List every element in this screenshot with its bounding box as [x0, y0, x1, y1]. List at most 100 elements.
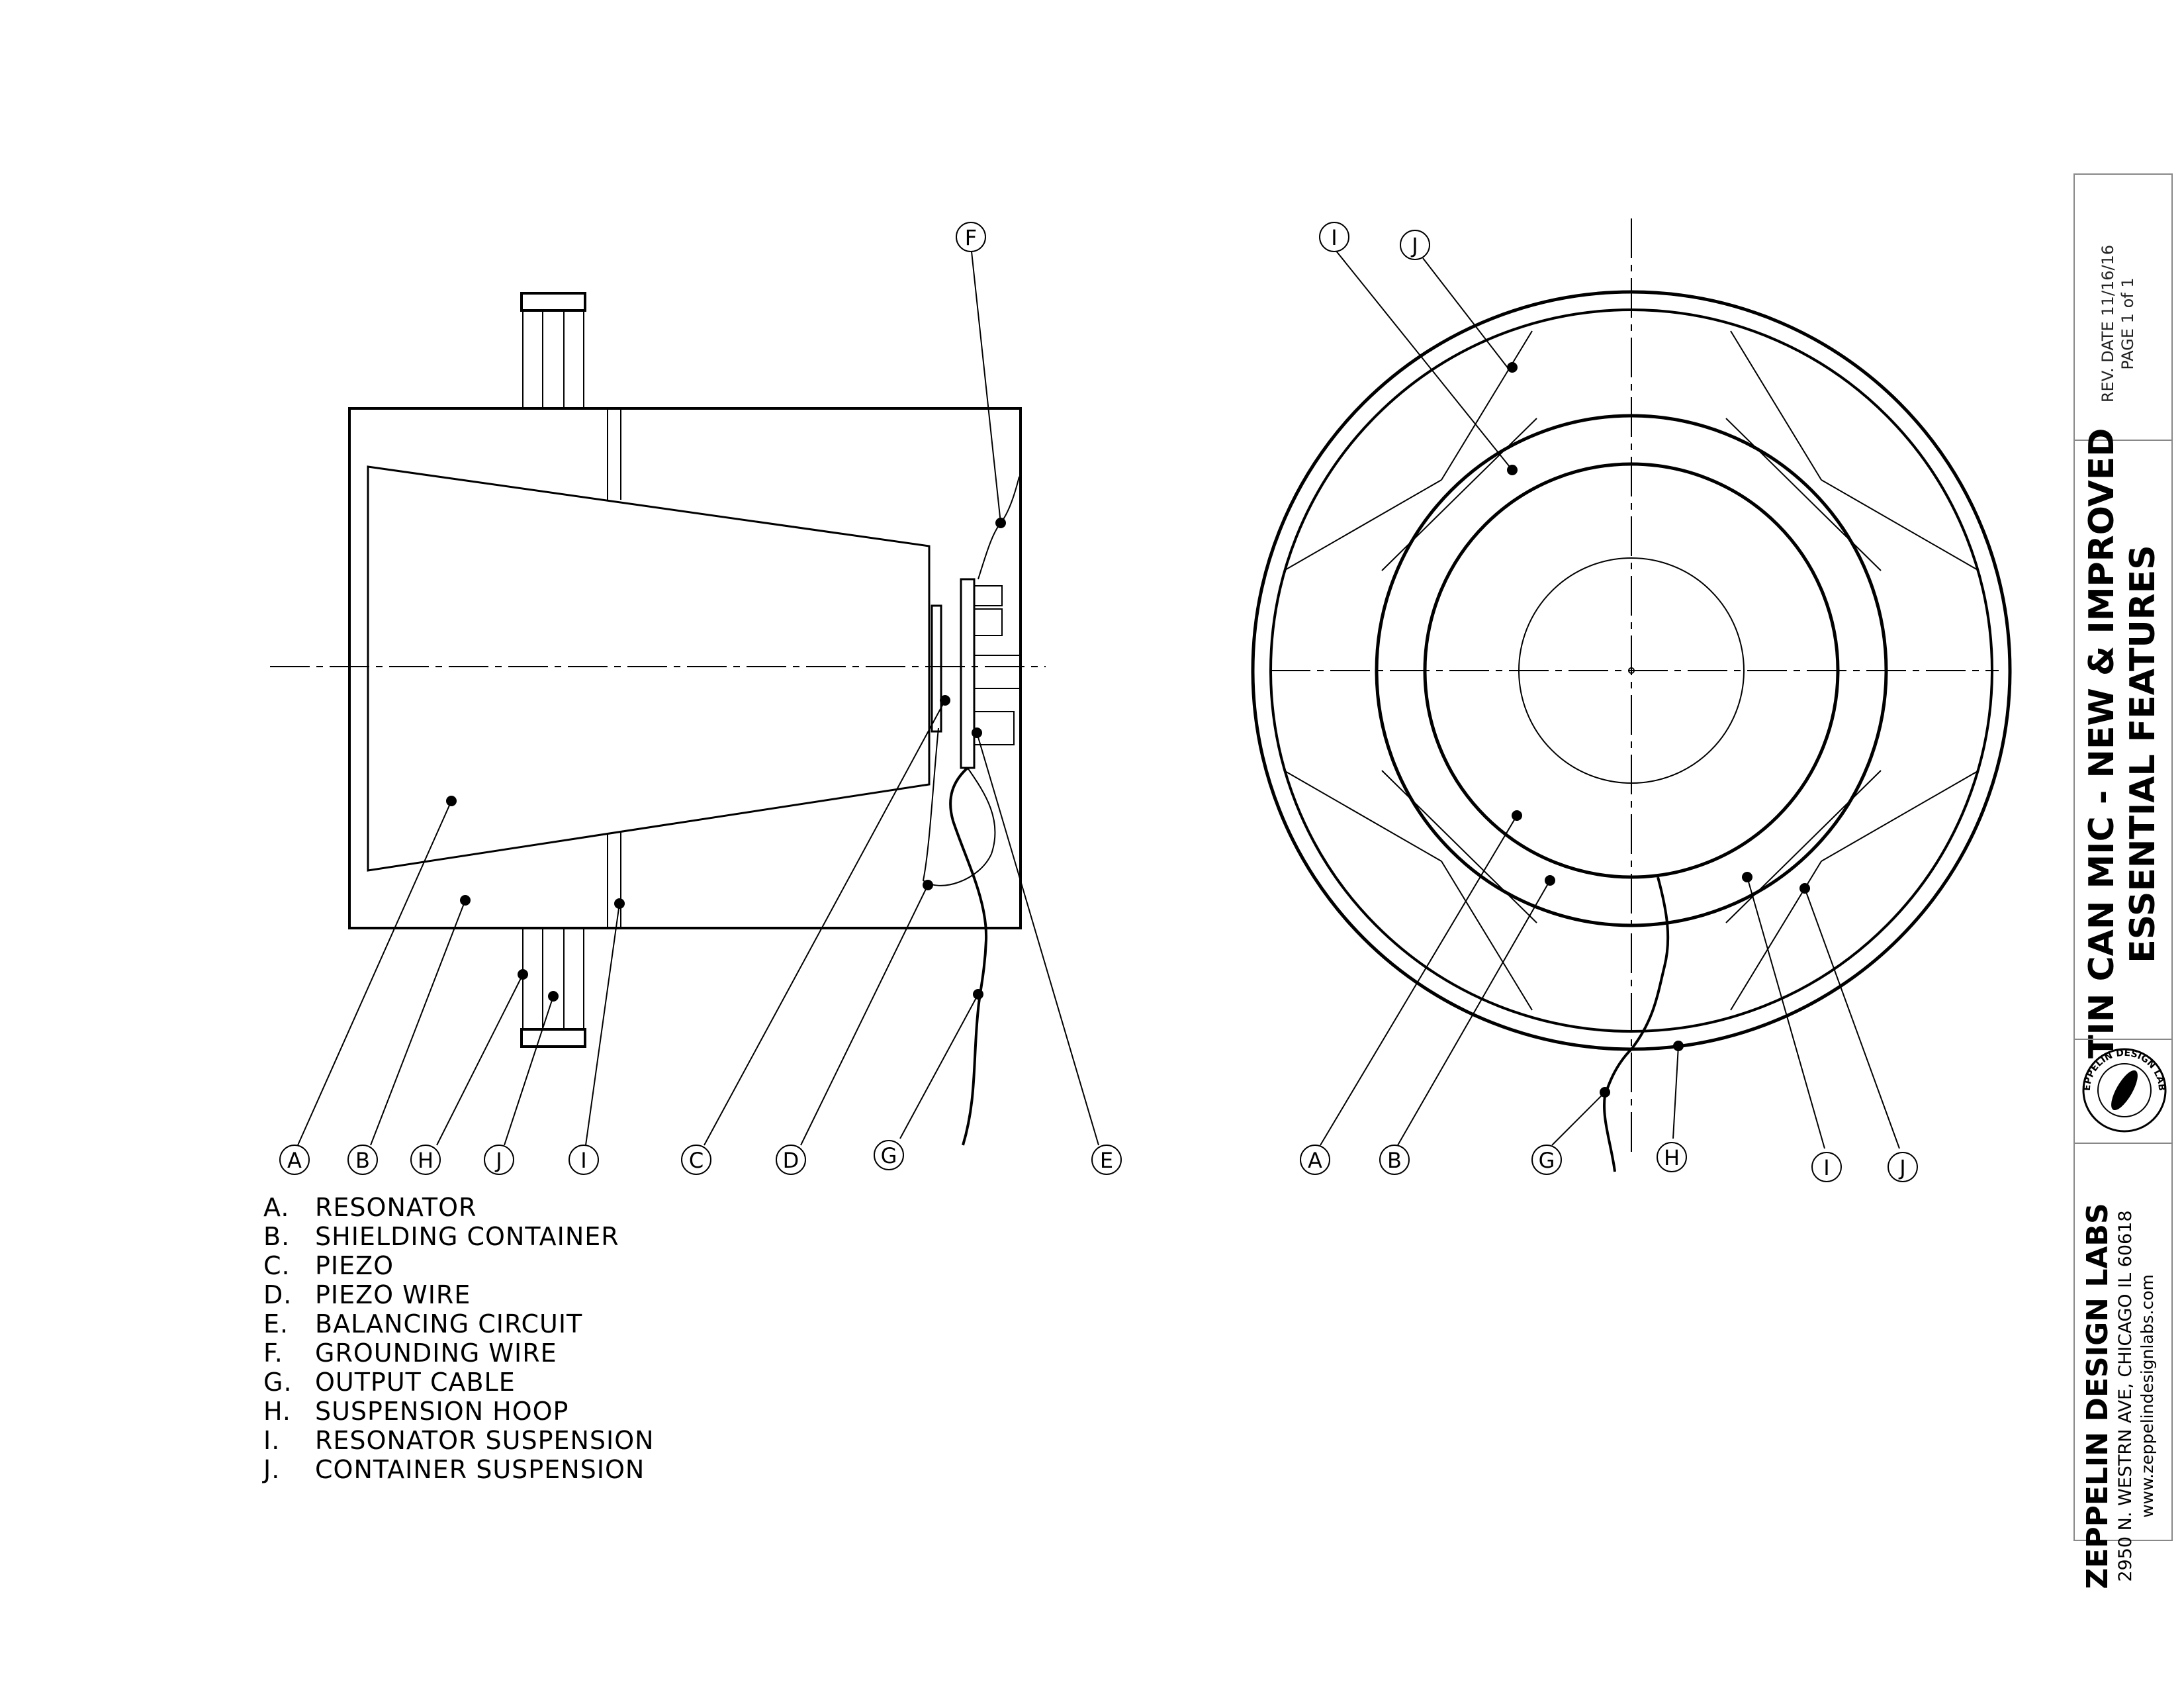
bottom-suspension-hoop — [520, 1028, 586, 1048]
callout-side-f: F — [956, 222, 986, 252]
company-website: www.zeppelindesignlabs.com — [2138, 1274, 2157, 1518]
callout-end-i-bottom: I — [1811, 1152, 1842, 1182]
title-block-divider — [2075, 1039, 2171, 1040]
piezo — [931, 604, 942, 733]
callout-side-h: H — [410, 1145, 441, 1175]
callout-end-a: A — [1300, 1145, 1330, 1175]
legend-item: H. SUSPENSION HOOP — [263, 1397, 655, 1426]
output-cable — [949, 767, 988, 1146]
legend-item: F. GROUNDING WIRE — [263, 1338, 655, 1368]
svg-text:A: A — [1308, 1148, 1322, 1173]
legend-item: J. CONTAINER SUSPENSION — [263, 1455, 655, 1484]
svg-text:G: G — [881, 1143, 897, 1168]
rev-date: REV. DATE 11/16/16 — [2099, 244, 2117, 403]
legend-text: BALANCING CIRCUIT — [315, 1309, 583, 1338]
callout-end-j-bottom: J — [1888, 1152, 1918, 1182]
svg-text:C: C — [689, 1148, 704, 1173]
title-block-divider — [2075, 1143, 2171, 1144]
legend-item: A. RESONATOR — [263, 1193, 655, 1222]
legend-item: D. PIEZO WIRE — [263, 1280, 655, 1309]
revision-info: REV. DATE 11/16/16 PAGE 1 of 1 — [2098, 198, 2151, 449]
top-suspension-hoop — [520, 292, 586, 312]
svg-text:J: J — [494, 1148, 502, 1173]
legend-letter: H. — [263, 1397, 291, 1426]
grounding-wire — [978, 476, 1020, 580]
legend-letter: G. — [263, 1368, 293, 1397]
callout-end-j-top: J — [1400, 230, 1430, 260]
resonator-mouth — [1518, 557, 1745, 784]
legend-text: OUTPUT CABLE — [315, 1368, 516, 1397]
legend-letter: D. — [263, 1280, 293, 1309]
svg-text:F: F — [965, 225, 977, 250]
title-line-1: TIN CAN MIC - NEW & IMPROVED — [2082, 428, 2122, 1058]
svg-text:I: I — [580, 1148, 586, 1173]
company-address: 2950 N. WESTRN AVE, CHICAGO IL 60618 — [2115, 1210, 2136, 1582]
svg-text:A: A — [287, 1148, 302, 1173]
callout-end-h: H — [1657, 1142, 1687, 1172]
svg-text:J: J — [1410, 233, 1418, 258]
page-number: PAGE 1 of 1 — [2118, 277, 2137, 370]
drawing-title: TIN CAN MIC - NEW & IMPROVED ESSENTIAL F… — [2081, 428, 2167, 1058]
callout-end-g: G — [1531, 1145, 1562, 1175]
container-inner-ring — [1269, 308, 1993, 1033]
callout-side-i: I — [569, 1145, 599, 1175]
svg-text:D: D — [783, 1148, 799, 1173]
callout-end-b: B — [1379, 1145, 1410, 1175]
callout-side-a: A — [279, 1145, 310, 1175]
svg-text:H: H — [418, 1148, 433, 1173]
side-view — [270, 251, 1099, 1146]
company-info: ZEPPELIN DESIGN LABS 2950 N. WESTRN AVE,… — [2081, 1197, 2167, 1595]
company-name: ZEPPELIN DESIGN LABS — [2081, 1203, 2115, 1589]
resonator-outer-ring — [1375, 414, 1888, 927]
svg-text:J: J — [1898, 1155, 1905, 1180]
parts-legend: A. RESONATOR B. SHIELDING CONTAINER C. PIEZ… — [263, 1193, 655, 1484]
svg-text:E: E — [1100, 1148, 1113, 1173]
legend-text: PIEZO — [315, 1251, 394, 1280]
legend-text: RESONATOR — [315, 1193, 477, 1222]
callout-end-i-top: I — [1319, 222, 1349, 252]
legend-text: SHIELDING CONTAINER — [315, 1222, 619, 1251]
title-block-divider — [2075, 440, 2171, 441]
legend-text: CONTAINER SUSPENSION — [315, 1455, 645, 1484]
legend-text: GROUNDING WIRE — [315, 1338, 557, 1368]
svg-text:H: H — [1664, 1145, 1680, 1170]
svg-text:B: B — [1387, 1148, 1402, 1173]
svg-text:G: G — [1539, 1148, 1555, 1173]
svg-text:I: I — [1823, 1155, 1829, 1180]
legend-item: I. RESONATOR SUSPENSION — [263, 1426, 655, 1455]
legend-letter: J. — [263, 1455, 281, 1484]
callout-side-e: E — [1091, 1145, 1122, 1175]
legend-text: RESONATOR SUSPENSION — [315, 1426, 655, 1455]
title-line-2: ESSENTIAL FEATURES — [2123, 545, 2163, 963]
legend-letter: B. — [263, 1222, 291, 1251]
legend-item: B. SHIELDING CONTAINER — [263, 1222, 655, 1251]
svg-text:B: B — [355, 1148, 370, 1173]
piezo-wire — [922, 727, 996, 886]
title-block: REV. DATE 11/16/16 PAGE 1 of 1 TIN CAN M… — [2073, 173, 2173, 1589]
callout-side-b: B — [347, 1145, 378, 1175]
legend-text: PIEZO WIRE — [315, 1280, 471, 1309]
legend-letter: E. — [263, 1309, 289, 1338]
leader-dots — [446, 362, 1810, 1098]
legend-letter: F. — [263, 1338, 283, 1368]
callout-side-d: D — [776, 1145, 806, 1175]
legend-item: G. OUTPUT CABLE — [263, 1368, 655, 1397]
resonator-inner-ring — [1423, 462, 1840, 879]
legend-item: C. PIEZO — [263, 1251, 655, 1280]
end-view — [1251, 218, 2012, 1172]
resonator-cone — [367, 465, 931, 872]
legend-text: SUSPENSION HOOP — [315, 1397, 569, 1426]
svg-text:I: I — [1331, 225, 1337, 250]
callout-bubbles: A B H J I C D G E F I J A B G H I J — [279, 222, 1918, 1182]
legend-letter: I. — [263, 1426, 281, 1455]
balancing-circuit-board — [960, 578, 976, 769]
shielding-container-outline — [348, 407, 1022, 929]
legend-letter: C. — [263, 1251, 291, 1280]
end-output-cable — [1603, 876, 1670, 1172]
callout-side-j: J — [484, 1145, 514, 1175]
callout-side-c: C — [681, 1145, 711, 1175]
callout-side-g: G — [874, 1140, 904, 1170]
legend-item: E. BALANCING CIRCUIT — [263, 1309, 655, 1338]
legend-letter: A. — [263, 1193, 290, 1222]
